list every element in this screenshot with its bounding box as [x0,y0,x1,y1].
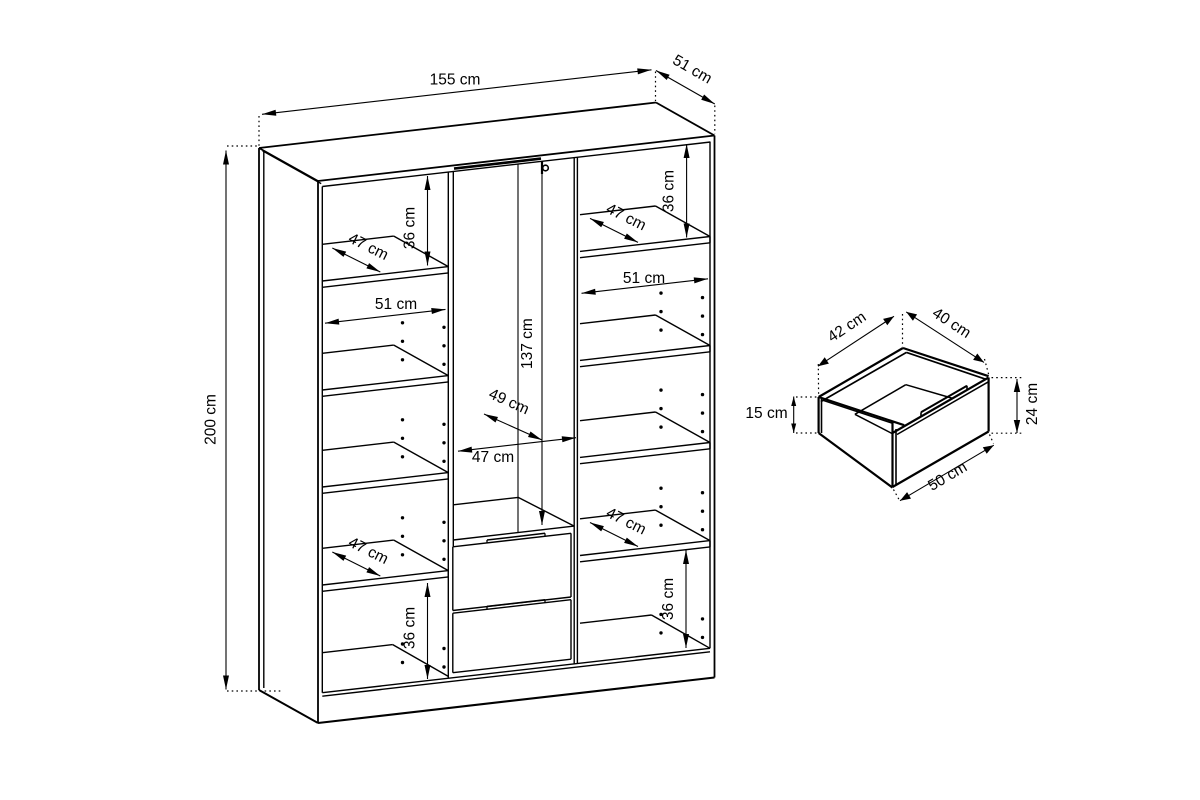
svg-text:47 cm: 47 cm [472,449,514,466]
svg-text:36 cm: 36 cm [660,578,677,620]
svg-text:47 cm: 47 cm [603,504,648,538]
svg-text:47 cm: 47 cm [603,200,648,234]
svg-text:51 cm: 51 cm [375,296,417,313]
svg-text:49 cm: 49 cm [486,386,531,419]
svg-text:47 cm: 47 cm [346,230,391,264]
svg-text:200 cm: 200 cm [203,394,220,445]
svg-text:24 cm: 24 cm [1024,383,1041,425]
svg-text:15 cm: 15 cm [745,405,787,422]
svg-text:51 cm: 51 cm [623,270,665,287]
svg-text:42 cm: 42 cm [825,308,870,346]
svg-text:155 cm: 155 cm [430,72,481,89]
svg-text:36 cm: 36 cm [402,607,419,649]
svg-text:137 cm: 137 cm [519,318,536,369]
svg-text:36 cm: 36 cm [402,207,419,249]
svg-text:40 cm: 40 cm [929,305,974,342]
svg-text:47 cm: 47 cm [346,534,391,568]
svg-text:36 cm: 36 cm [661,170,678,212]
